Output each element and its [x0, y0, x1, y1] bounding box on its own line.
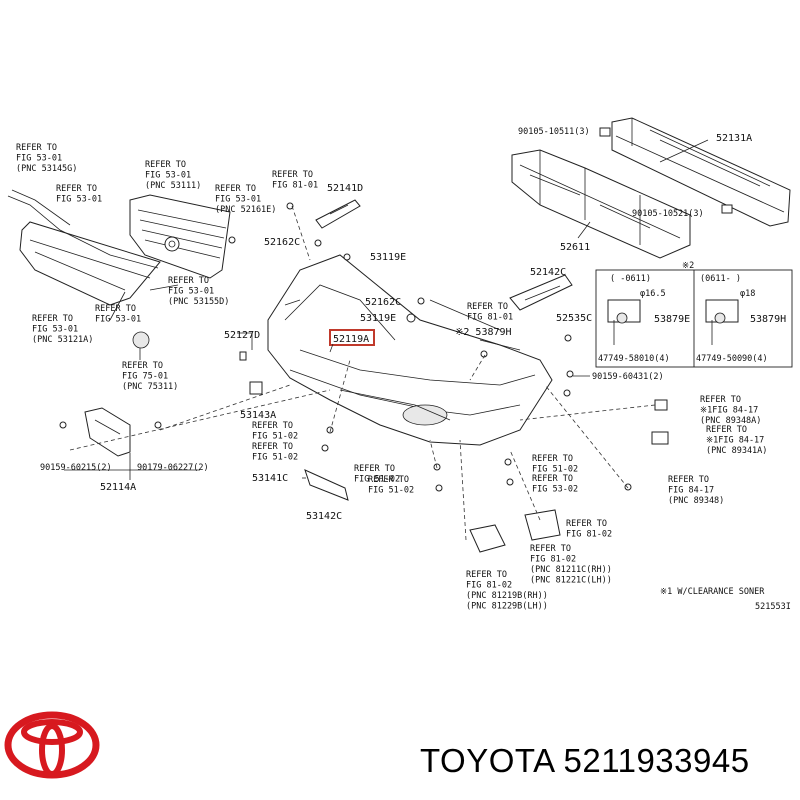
emblem-bracket: [315, 199, 361, 229]
pn-53141C: 53141C: [252, 473, 288, 484]
box-a-dates: ( -0611): [610, 274, 651, 284]
pn-52162C-b: 52162C: [365, 297, 401, 308]
pn-52142C: 52142C: [530, 267, 566, 278]
box-b-part: 53879H: [750, 314, 786, 325]
pn-90159-6043: 90159-60431(2): [592, 372, 664, 382]
bumper-cover: [267, 254, 553, 446]
fasteners: [59, 202, 669, 553]
pn-52162C-a: 52162C: [264, 237, 300, 248]
brand-name: TOYOTA: [420, 742, 554, 779]
pn-53119E-a: 53119E: [370, 252, 406, 263]
side-retainer: [509, 274, 573, 311]
box-b-sensor: 47749-50090(4): [696, 354, 768, 364]
pn-52119A-highlighted: 52119A: [333, 334, 369, 345]
pn-52611: 52611: [560, 242, 590, 253]
bumper-reinforcement: [599, 117, 791, 227]
pn-53142C: 53142C: [306, 511, 342, 522]
pn-52114A: 52114A: [100, 482, 136, 493]
box-b-small: φ18: [740, 289, 755, 299]
brand-and-part-number: TOYOTA 5211933945: [420, 742, 750, 780]
radiator-grille-frame: [7, 189, 161, 321]
box-b-dates: (0611- ): [700, 274, 741, 284]
pn-53143A: 53143A: [240, 410, 276, 421]
sensor-detail-box: [595, 269, 793, 368]
pn-90159-6021: 90159-60215(2): [40, 463, 112, 473]
pn-90105-top: 90105-10511(3): [518, 127, 590, 137]
diagram-code: 521553I: [755, 602, 791, 612]
radiator-grille: [129, 194, 231, 279]
box-a-part: 53879E: [654, 314, 690, 325]
pn-53119E-b: 53119E: [360, 313, 396, 324]
pn-90179: 90179-06227(2): [137, 463, 209, 473]
box-a-small: φ16.5: [640, 289, 666, 299]
part-number: 5211933945: [563, 742, 750, 779]
pn-90105-bot: 90105-10521(3): [632, 209, 704, 219]
highlight-box: [329, 329, 375, 346]
grille-bracket: [84, 407, 131, 457]
ref-fig84-b: REFER TO※1FIG 84-17(PNC 89341A): [706, 425, 767, 456]
pn-52127D: 52127D: [224, 330, 260, 341]
pn-53879H-a: ※2 53879H: [455, 327, 512, 338]
pn-52131A: 52131A: [716, 133, 752, 144]
box-a-sensor: 47749-58010(4): [598, 354, 670, 364]
box-mark: ※2: [682, 261, 694, 271]
footnote: ※1 W/CLEARANCE SONER: [660, 587, 765, 597]
energy-absorber: [511, 149, 691, 259]
pn-52535C: 52535C: [556, 313, 592, 324]
leader-lines: [64, 205, 656, 541]
toyota-logo-icon: [4, 711, 100, 779]
ref-fig84-a: REFER TO※1FIG 84-17(PNC 89348A): [700, 395, 761, 426]
pn-52141D: 52141D: [327, 183, 363, 194]
